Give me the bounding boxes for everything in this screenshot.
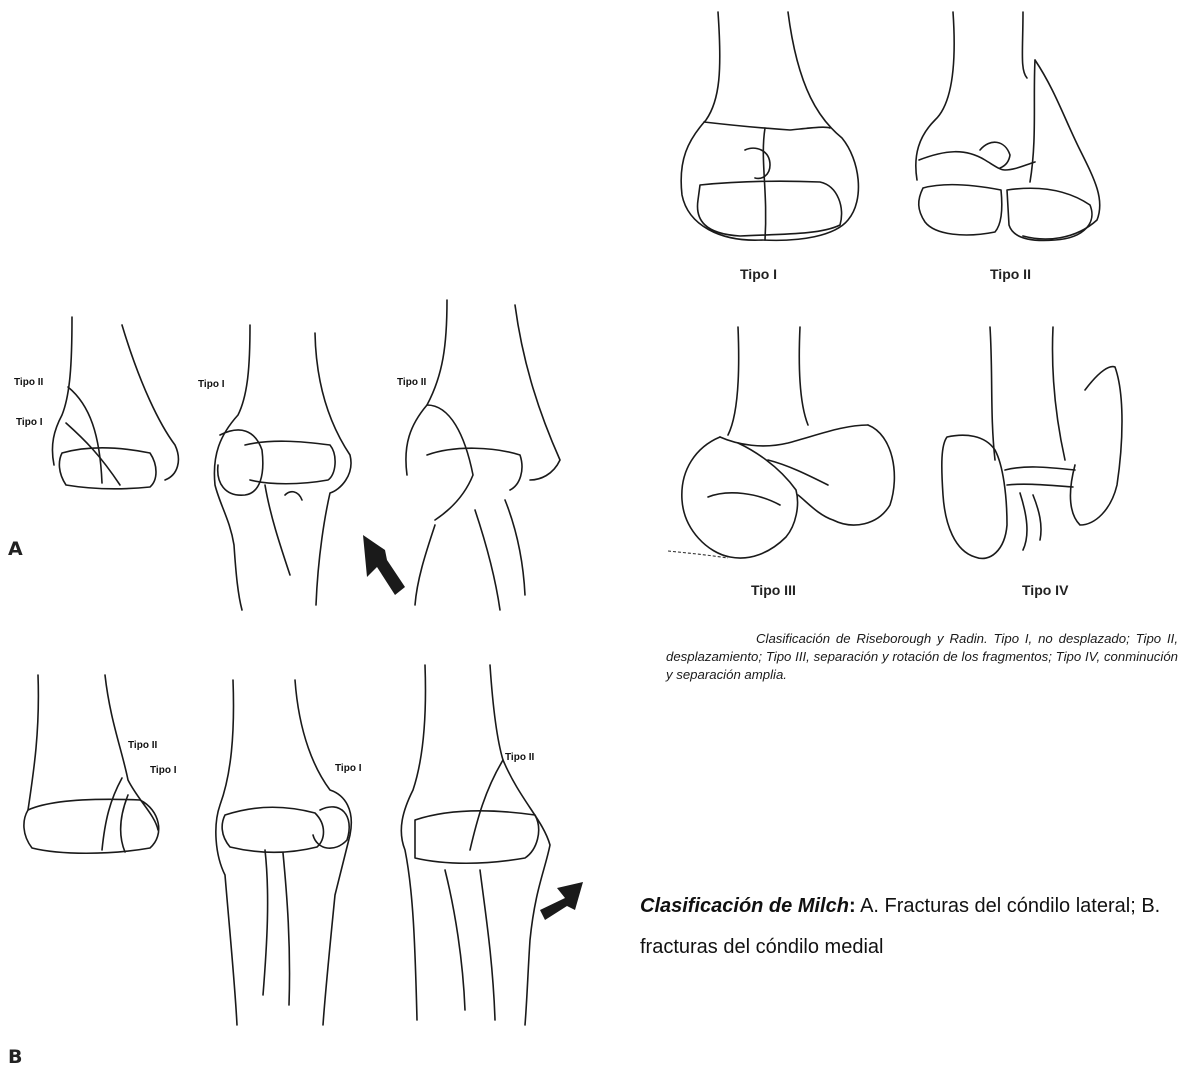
riseborough-tipo-3-label: Tipo III — [751, 582, 796, 598]
svg-text:Tipo II: Tipo II — [397, 377, 426, 388]
svg-text:Tipo II: Tipo II — [14, 377, 43, 388]
svg-text:Tipo II: Tipo II — [505, 752, 534, 763]
riseborough-tipo-3-drawing — [668, 325, 908, 585]
riseborough-tipo-1-drawing — [670, 10, 880, 255]
milch-a-panel-2: Tipo I — [190, 315, 365, 615]
arrow-icon — [540, 882, 583, 920]
milch-a-panel-1: Tipo II Tipo I — [10, 305, 185, 505]
svg-text:Tipo I: Tipo I — [150, 765, 177, 776]
milch-b-panel-2: Tipo I — [195, 675, 380, 1035]
riseborough-tipo-4-label: Tipo IV — [1022, 582, 1068, 598]
milch-caption: Clasificación de Milch: A. Fracturas del… — [640, 886, 1180, 968]
milch-a-panel-3: Tipo II — [355, 295, 580, 615]
riseborough-caption: Clasificación de Riseborough y Radin. Ti… — [666, 630, 1178, 684]
milch-caption-title: Clasificación de Milch — [640, 895, 849, 917]
svg-text:Tipo II: Tipo II — [128, 740, 157, 751]
milch-caption-colon: : — [849, 895, 856, 917]
arrow-icon — [363, 535, 405, 595]
svg-text:Tipo I: Tipo I — [198, 379, 225, 390]
svg-text:Tipo I: Tipo I — [16, 417, 43, 428]
svg-text:Tipo I: Tipo I — [335, 763, 362, 774]
milch-b-panel-1: Tipo II Tipo I — [10, 670, 190, 870]
riseborough-tipo-1-label: Tipo I — [740, 266, 777, 282]
milch-row-b-letter: B — [8, 1046, 22, 1068]
riseborough-tipo-4-drawing — [935, 325, 1180, 585]
milch-row-a-letter: A — [8, 538, 23, 560]
riseborough-tipo-2-drawing — [905, 10, 1125, 255]
milch-b-panel-3: Tipo II — [385, 660, 585, 1030]
riseborough-tipo-2-label: Tipo II — [990, 266, 1031, 282]
